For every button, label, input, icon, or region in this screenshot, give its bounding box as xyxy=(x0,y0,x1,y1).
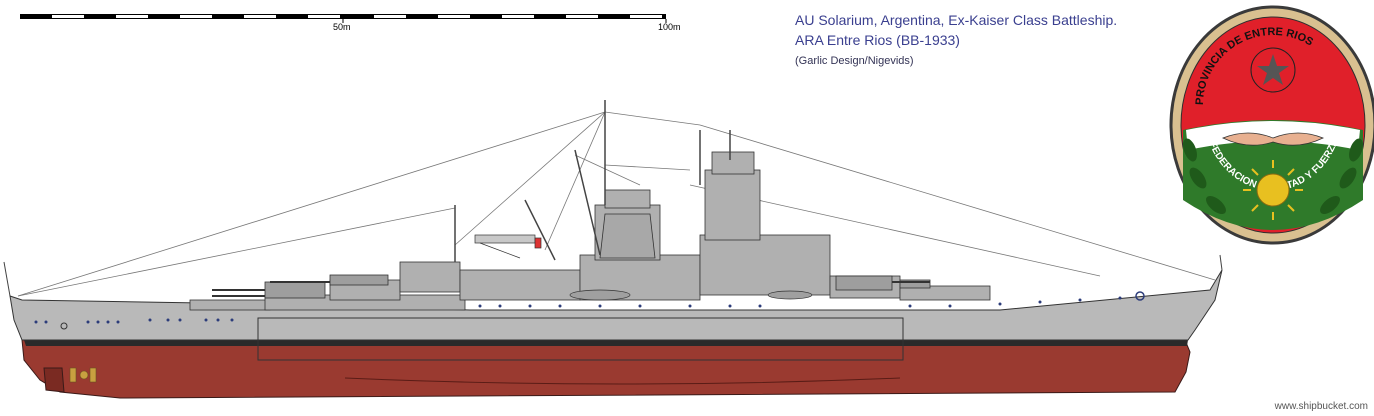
provincial-emblem: PROVINCIA DE ENTRE RIOS FEDERACION LIBER… xyxy=(1168,0,1374,250)
scale-label-50: 50m xyxy=(333,22,351,32)
armor-belt xyxy=(257,317,904,361)
gun-barrels xyxy=(212,281,930,297)
propellers xyxy=(69,367,97,383)
portholes xyxy=(34,296,1122,324)
funnel xyxy=(599,213,656,259)
star-icon xyxy=(1257,54,1289,85)
title-block: AU Solarium, Argentina, Ex-Kaiser Class … xyxy=(795,10,1117,70)
site-credit: www.shipbucket.com xyxy=(1274,401,1368,412)
masts xyxy=(454,100,731,262)
seaplane xyxy=(474,234,542,259)
title-line-2: ARA Entre Rios (BB-1933) xyxy=(795,32,960,48)
sun-icon xyxy=(1256,173,1290,207)
handshake-icon xyxy=(1222,132,1324,146)
scale-bar: 50m 100m xyxy=(0,0,700,40)
scale-label-100: 100m xyxy=(658,22,681,32)
boot-top xyxy=(24,340,1188,346)
title-line-1: AU Solarium, Argentina, Ex-Kaiser Class … xyxy=(795,12,1118,28)
title-credit: (Garlic Design/Nigevids) xyxy=(795,55,914,67)
laurel-wreath xyxy=(1183,138,1363,214)
hull-lower xyxy=(21,339,1191,399)
boats xyxy=(569,289,813,301)
